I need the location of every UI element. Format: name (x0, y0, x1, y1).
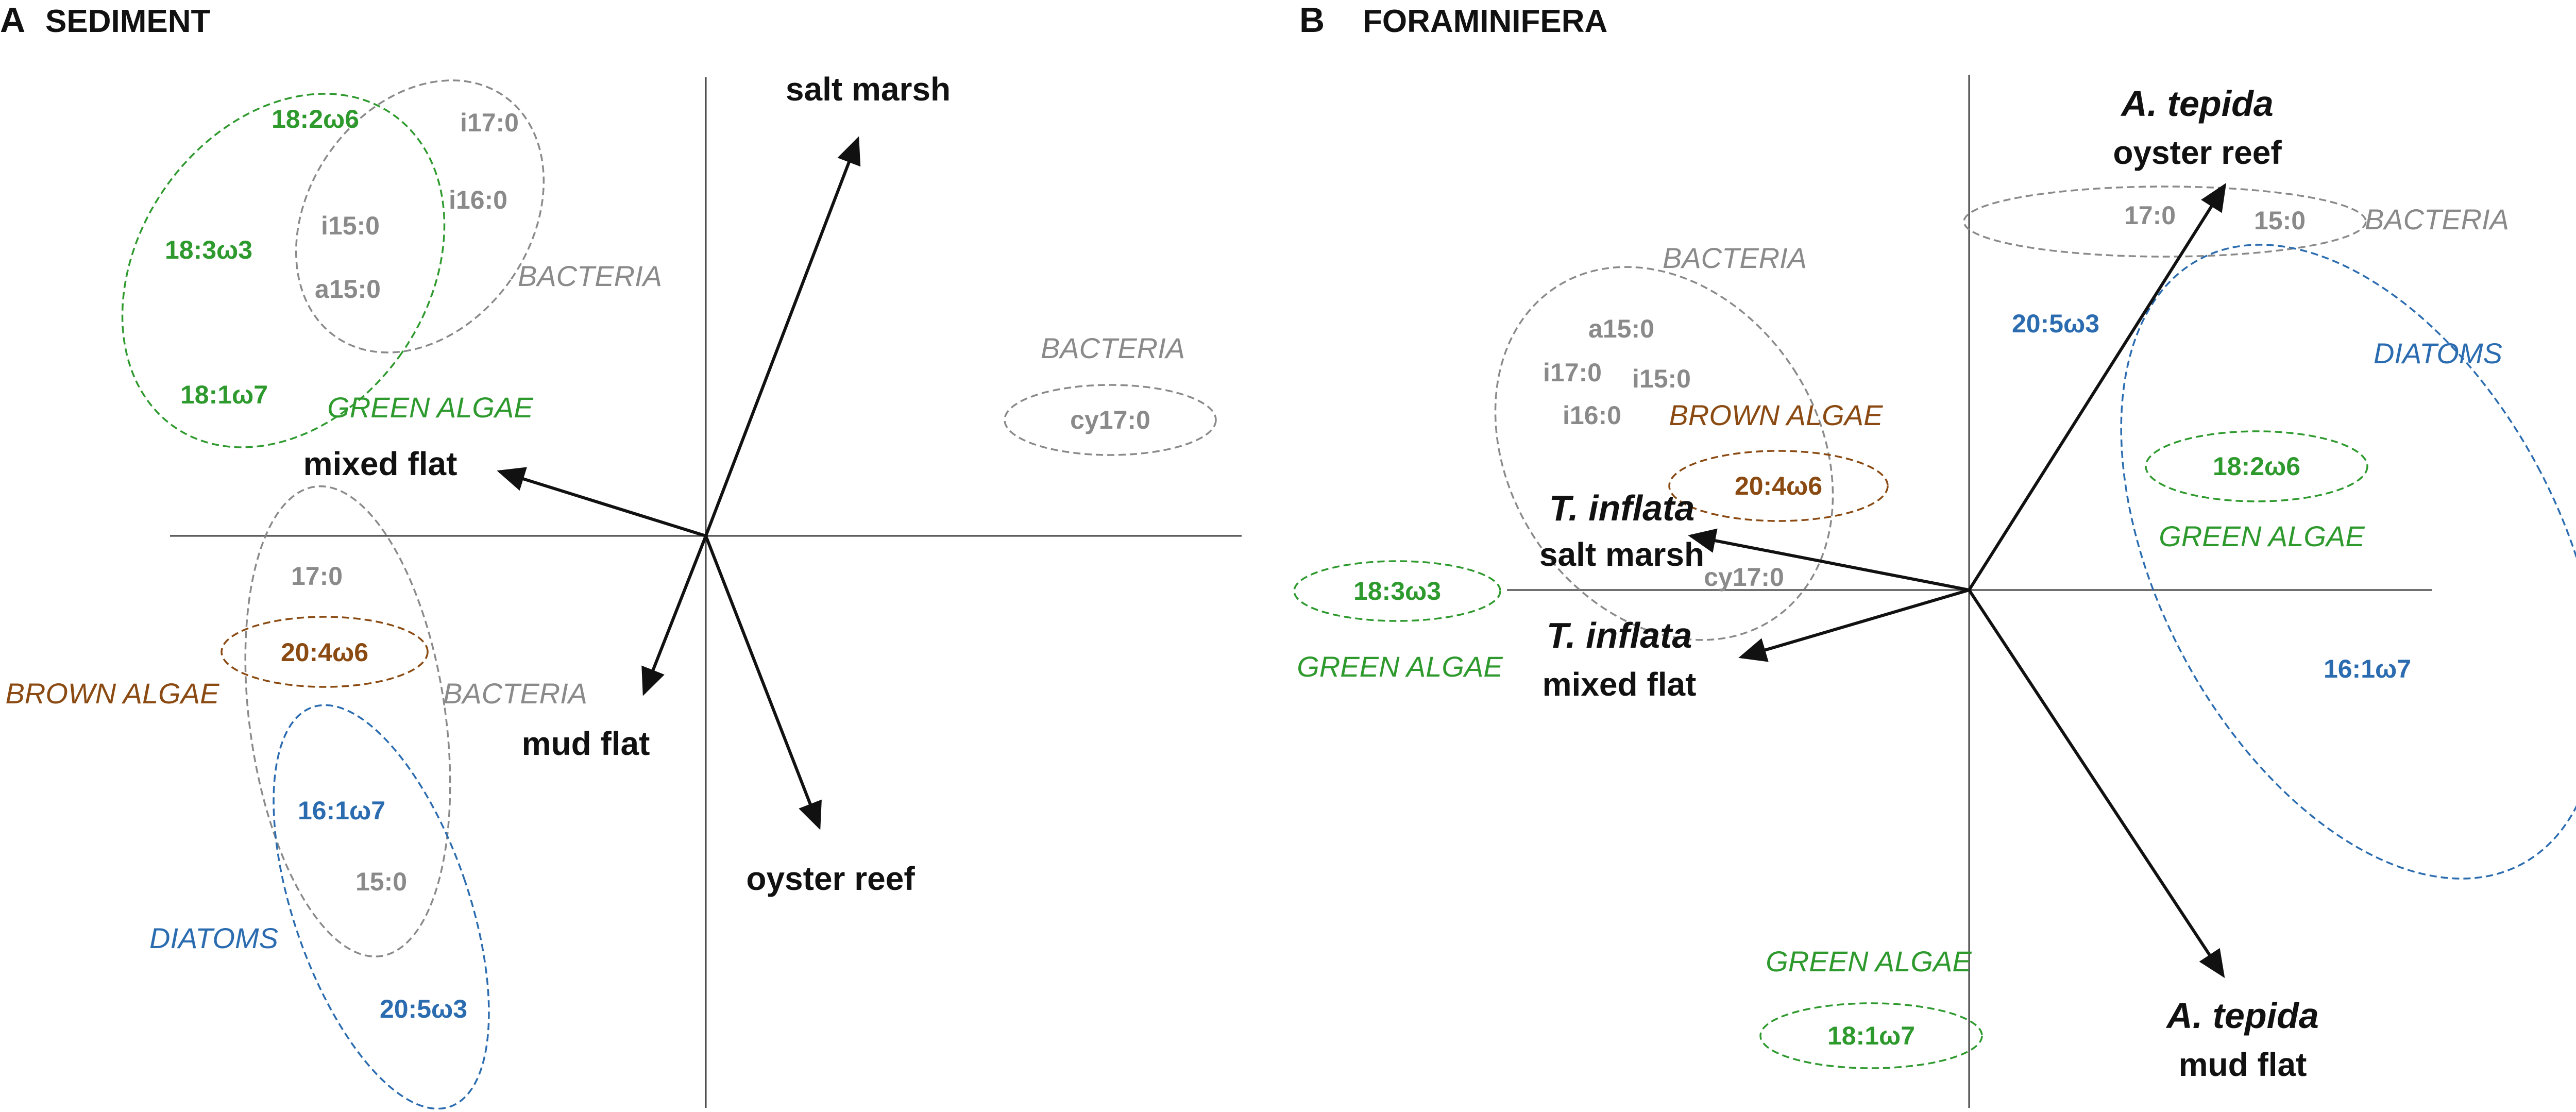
panel-b-group-bacteria-top: BACTERIA (2365, 203, 2509, 235)
panel-a-arrow-mixed-flat (497, 467, 706, 537)
panel-b-group-diatoms: DIATOMS (2374, 337, 2502, 369)
panel-a-fa-18-1w7: 18:1ω7 (180, 380, 268, 409)
panel-a-fa-i15-0: i15:0 (321, 211, 380, 240)
panel-b-fa-15-0: 15:0 (2254, 206, 2306, 235)
panel-b-fa-20-4w6: 20:4ω6 (1735, 471, 1822, 500)
panel-b-group-bacteria-left: BACTERIA (1663, 242, 1807, 274)
panel-b-arrow-a-tepida-mud-flat (1968, 589, 2225, 979)
panel-b-letter: B (1299, 1, 1325, 40)
panel-b-diatoms-ellipse (2120, 244, 2576, 880)
panel-b-label-a-tepida-mud-species: A. tepida (2165, 996, 2319, 1036)
panel-a-label-salt-marsh: salt marsh (786, 71, 951, 108)
panel-a-label-mud-flat: mud flat (522, 725, 650, 762)
panel-b-group-green-algae-left: GREEN ALGAE (1297, 650, 1503, 683)
panel-b-fa-i17-0: i17:0 (1543, 358, 1602, 387)
panel-a-fa-i17-0: i17:0 (460, 108, 519, 137)
panel-b-label-a-tepida-oyster-site: oyster reef (2113, 134, 2282, 171)
panel-a-green-algae-ellipse (121, 93, 446, 448)
panel-b-green-algae-ellipse-right (2145, 430, 2368, 502)
panel-a-fa-cy17-0: cy17:0 (1070, 406, 1150, 434)
panel-b-fa-17-0: 17:0 (2124, 201, 2176, 230)
panel-b-fa-16-1w7: 16:1ω7 (2324, 654, 2411, 683)
panel-a-group-bacteria-top: BACTERIA (518, 260, 662, 292)
panel-b-fa-20-5w3: 20:5ω3 (2012, 309, 2099, 338)
panel-a-group-green-algae: GREEN ALGAE (327, 391, 533, 424)
panel-a-fa-a15-0: a15:0 (315, 275, 381, 304)
panel-b-group-green-algae-bottom: GREEN ALGAE (1766, 945, 1972, 978)
panel-a-bacteria-ellipse-bottom (244, 485, 451, 958)
panel-a-arrow-oyster-reef (704, 535, 822, 830)
panel-b-label-a-tepida-mud-site: mud flat (2179, 1046, 2307, 1083)
panel-b-fa-cy17-0: cy17:0 (1704, 563, 1784, 592)
panel-a-fa-16-1w7: 16:1ω7 (298, 796, 385, 825)
panel-a: A SEDIMENT salt marsh mixed flat mud fla… (0, 1, 1242, 1110)
panel-a-bacteria-ellipse-right (1004, 384, 1217, 456)
panel-a-diatoms-ellipse (273, 704, 490, 1110)
panel-b-green-algae-ellipse-bottom (1759, 1002, 1983, 1069)
panel-a-bacteria-ellipse-top (295, 79, 545, 353)
panel-a-arrow-salt-marsh (704, 136, 861, 537)
panel-a-group-brown-algae: BROWN ALGAE (6, 677, 220, 710)
panel-b-title: FORAMINIFERA (1363, 4, 1607, 39)
panel-b-label-t-inflata-mixed-site: mixed flat (1543, 666, 1697, 703)
panel-a-group-bacteria-right: BACTERIA (1041, 332, 1185, 364)
panel-b-fa-i16-0: i16:0 (1563, 401, 1621, 430)
panel-a-fa-i16-0: i16:0 (449, 186, 507, 214)
panel-a-group-bacteria-bottom: BACTERIA (443, 677, 587, 710)
panel-b-brown-algae-ellipse (1668, 450, 1889, 522)
panel-b-label-t-inflata-salt-site: salt marsh (1539, 536, 1704, 573)
panel-b-fa-i15-0: i15:0 (1632, 364, 1691, 393)
panel-a-fa-17-0: 17:0 (291, 562, 343, 591)
panel-a-fa-20-5w3: 20:5ω3 (380, 995, 467, 1023)
panel-b-label-a-tepida-oyster-species: A. tepida (2120, 83, 2274, 124)
panel-a-arrow-mud-flat (641, 535, 707, 696)
panel-b-group-green-algae-right: GREEN ALGAE (2159, 520, 2365, 552)
panel-b-arrow-t-inflata-mixed-flat (1738, 588, 1970, 662)
panel-a-fa-18-3w3: 18:3ω3 (165, 235, 252, 264)
panel-b-fa-18-1w7: 18:1ω7 (1827, 1021, 1915, 1050)
panel-b-fa-a15-0: a15:0 (1588, 314, 1654, 343)
panel-b-arrow-t-inflata-salt-marsh (1688, 528, 1970, 592)
panel-a-fa-15-0: 15:0 (355, 867, 407, 896)
panel-a-fa-20-4w6: 20:4ω6 (281, 638, 368, 667)
panel-b-fa-18-3w3: 18:3ω3 (1353, 577, 1441, 605)
panel-b-bacteria-ellipse-top (1963, 186, 2367, 258)
panel-a-letter: A (0, 1, 25, 40)
panel-b-group-brown-algae: BROWN ALGAE (1669, 399, 1884, 431)
panel-b-label-t-inflata-mixed-species: T. inflata (1547, 615, 1692, 655)
panel-b-bacteria-ellipse-left (1494, 266, 1834, 641)
panel-a-fa-18-2w6: 18:2ω6 (272, 105, 359, 133)
panel-b-label-t-inflata-salt-species: T. inflata (1549, 488, 1695, 528)
panel-a-label-oyster-reef: oyster reef (746, 860, 915, 897)
panel-b-green-algae-ellipse-left (1293, 560, 1501, 622)
panel-b-arrow-a-tepida-oyster-reef (1968, 182, 2227, 591)
panel-a-group-diatoms: DIATOMS (149, 922, 278, 954)
panel-a-title: SEDIMENT (45, 4, 210, 39)
panel-b: B FORAMINIFERA A. tepida oyster reef T. … (1293, 1, 2576, 1108)
panel-a-label-mixed-flat: mixed flat (303, 445, 457, 482)
panel-a-brown-algae-ellipse (221, 616, 429, 688)
panel-b-fa-18-2w6: 18:2ω6 (2213, 452, 2300, 481)
